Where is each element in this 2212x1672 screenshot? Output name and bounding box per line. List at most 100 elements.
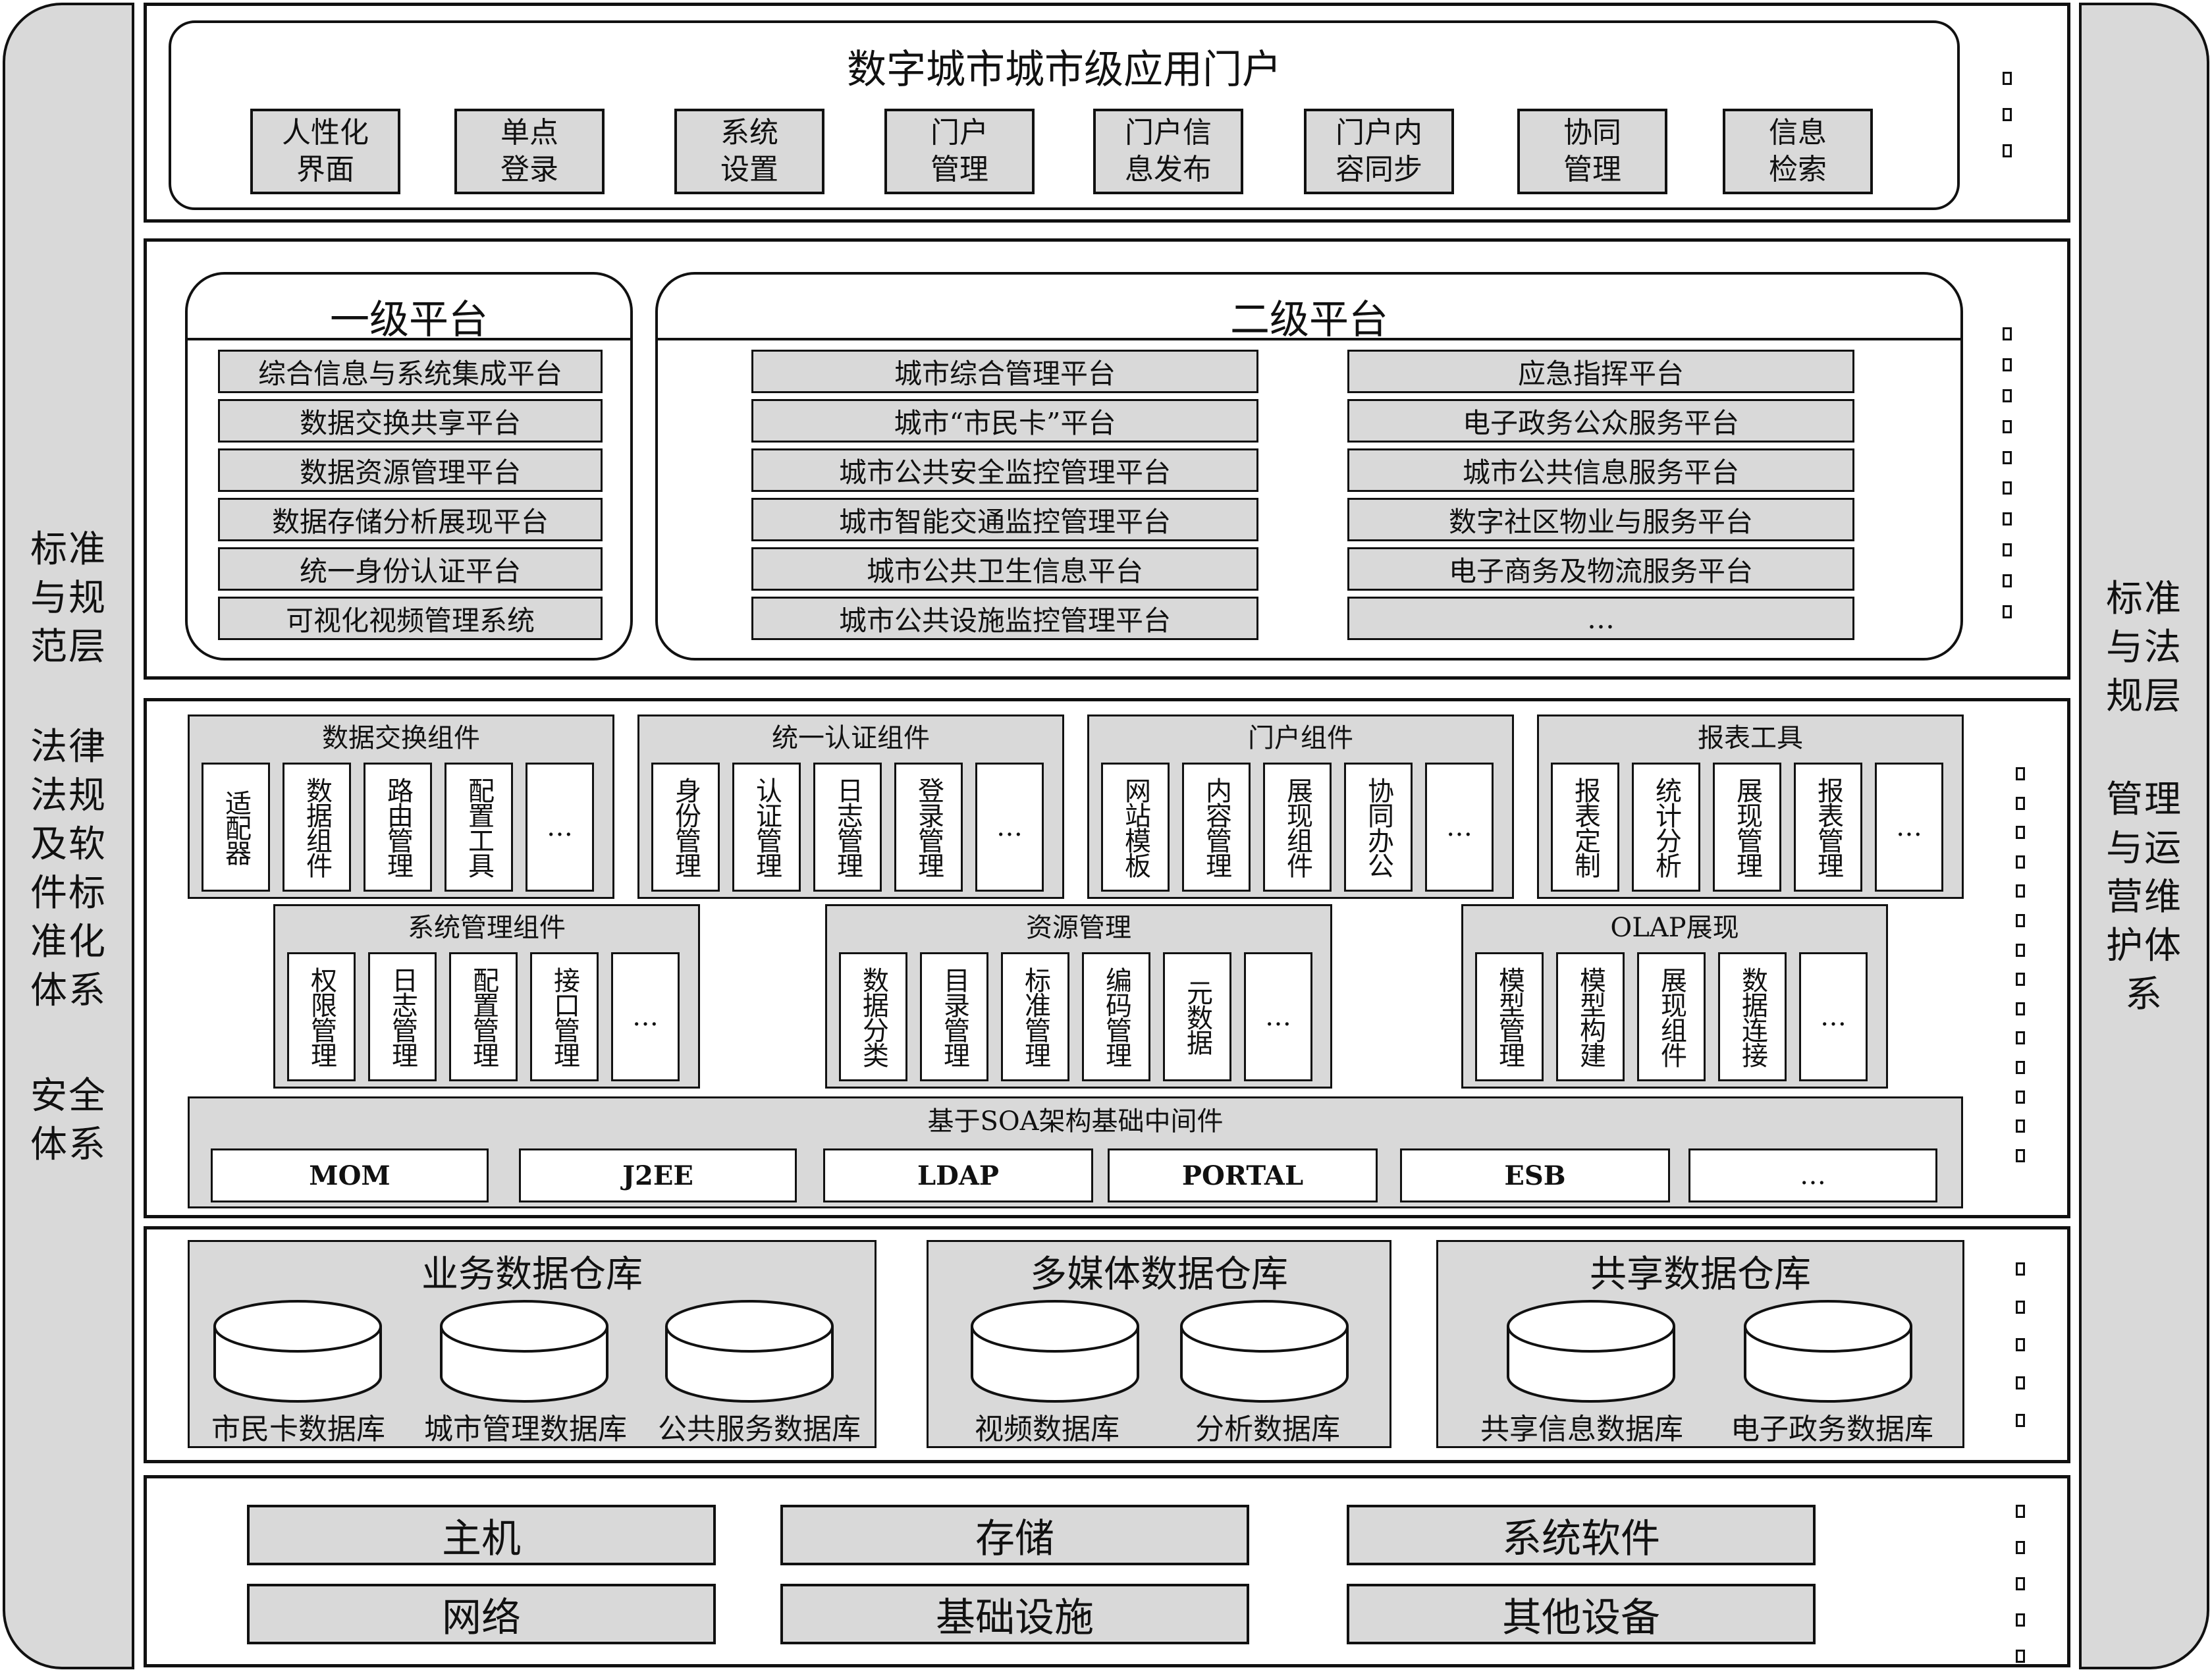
components-ellipsis	[2016, 767, 2025, 1162]
component-item: 协同办公	[1344, 763, 1413, 892]
level1-item: 可视化视频管理系统	[218, 597, 603, 640]
level2-left-item: 城市公共设施监控管理平台	[751, 597, 1258, 640]
component-group-title: 系统管理组件	[408, 913, 566, 943]
component-item: 认证管理	[732, 763, 801, 892]
portal-item-ui: 人性化 界面	[250, 109, 400, 194]
database-label: 城市管理数据库	[424, 1413, 627, 1446]
infra-item: 其他设备	[1347, 1584, 1816, 1644]
component-group: 门户组件 网站模板 内容管理 展现组件 协同办公 …	[1087, 715, 1514, 899]
soa-item: LDAP	[823, 1148, 1093, 1202]
left-bar-law-text: 法律 法规 及软 件标 准化 体系	[30, 726, 107, 1012]
warehouse-panel: 业务数据仓库 市民卡数据库 城市管理数据库 公共服务数据库	[188, 1240, 877, 1448]
database-label: 电子政务数据库	[1731, 1413, 1933, 1446]
left-bar-block-standards: 标准 与规 范层	[5, 526, 132, 672]
left-bar-standards-text: 标准 与规 范层	[30, 528, 107, 668]
level2-platform-title: 二级平台	[658, 288, 1960, 343]
component-item: 编码管理	[1082, 952, 1150, 1081]
component-group: 系统管理组件 权限管理 日志管理 配置管理 接口管理 …	[273, 904, 700, 1089]
portal-item-search: 信息 检索	[1723, 109, 1873, 194]
component-item: 登录管理	[894, 763, 963, 892]
portal-item-sync: 门户内 容同步	[1304, 109, 1454, 194]
database-label: 共享信息数据库	[1480, 1413, 1683, 1446]
component-item-more: …	[1425, 763, 1494, 892]
component-group: 数据交换组件 适配器 数据组件 路由管理 配置工具 …	[188, 715, 614, 899]
soa-item: MOM	[211, 1148, 489, 1202]
database-icon	[1507, 1300, 1675, 1403]
level1-platform-title: 一级平台	[188, 288, 630, 343]
component-group: 报表工具 报表定制 统计分析 展现管理 报表管理 …	[1537, 715, 1964, 899]
right-bar-management-text: 管理 与运 营维 护体 系	[2106, 778, 2182, 1016]
database-label: 市民卡数据库	[211, 1413, 385, 1446]
portal-item-management: 门户 管理	[884, 109, 1035, 194]
component-item: 报表定制	[1551, 763, 1619, 892]
level2-right-item: 数字社区物业与服务平台	[1347, 498, 1854, 541]
component-item: 适配器	[202, 763, 270, 892]
soa-item: ESB	[1400, 1148, 1670, 1202]
components-layer: 数据交换组件 适配器 数据组件 路由管理 配置工具 … 统一认证组件 身份管理 …	[144, 698, 2070, 1218]
component-item: 日志管理	[368, 952, 437, 1081]
portal-item-sso-label: 单点 登录	[500, 116, 558, 186]
component-item: 日志管理	[813, 763, 882, 892]
component-item: 展现组件	[1263, 763, 1332, 892]
component-group-title: 资源管理	[1026, 913, 1131, 943]
component-item-more: …	[1799, 952, 1868, 1081]
level1-item: 综合信息与系统集成平台	[218, 350, 603, 393]
component-item-more: …	[526, 763, 594, 892]
portal-item-management-label: 门户 管理	[931, 116, 988, 186]
level2-left-item: 城市综合管理平台	[751, 350, 1258, 393]
infrastructure-ellipsis	[2016, 1505, 2025, 1663]
level2-left-item: 城市公共安全监控管理平台	[751, 448, 1258, 492]
right-bar-block-standards: 标准 与法 规层	[2082, 575, 2207, 721]
infrastructure-layer: 主机 存储 系统软件 网络 基础设施 其他设备	[144, 1475, 2070, 1667]
level2-left-item: 城市“市民卡”平台	[751, 399, 1258, 443]
database-icon	[665, 1300, 834, 1403]
portal-layer: 数字城市城市级应用门户 人性化 界面 单点 登录 系统 设置 门户 管理 门户信…	[144, 3, 2070, 223]
component-item: 目录管理	[920, 952, 988, 1081]
left-bar-block-security: 安全 体系	[5, 1072, 132, 1170]
level1-item: 统一身份认证平台	[218, 547, 603, 591]
component-item: 标准管理	[1001, 952, 1069, 1081]
portal-ellipsis	[2003, 72, 2012, 157]
component-item: 路由管理	[364, 763, 432, 892]
soa-item: J2EE	[519, 1148, 797, 1202]
component-item: 模型管理	[1475, 952, 1544, 1081]
component-item: 数据连接	[1718, 952, 1787, 1081]
component-item: 身份管理	[651, 763, 720, 892]
component-group-title: OLAP展现	[1610, 913, 1739, 943]
infra-item: 主机	[247, 1505, 716, 1565]
level2-right-item: …	[1347, 597, 1854, 640]
database-icon	[440, 1300, 608, 1403]
soa-middleware-title: 基于SOA架构基础中间件	[927, 1106, 1224, 1137]
portal-item-collab: 协同 管理	[1517, 109, 1667, 194]
portal-item-sso: 单点 登录	[454, 109, 605, 194]
infra-item: 基础设施	[780, 1584, 1249, 1644]
portal-title: 数字城市城市级应用门户	[847, 47, 1281, 93]
portal-item-ui-label: 人性化 界面	[282, 116, 369, 186]
database-label: 视频数据库	[975, 1413, 1119, 1446]
component-item-more: …	[1244, 952, 1312, 1081]
component-item: 数据分类	[839, 952, 907, 1081]
component-item-more: …	[611, 952, 680, 1081]
component-item: 数据组件	[283, 763, 351, 892]
component-item: 配置管理	[449, 952, 518, 1081]
database-icon	[971, 1300, 1139, 1403]
component-item: 内容管理	[1182, 763, 1251, 892]
portal-item-publish: 门户信 息发布	[1093, 109, 1243, 194]
warehouse-ellipsis	[2016, 1262, 2025, 1427]
component-item: 元数据	[1163, 952, 1231, 1081]
portal-panel: 数字城市城市级应用门户 人性化 界面 单点 登录 系统 设置 门户 管理 门户信…	[169, 20, 1960, 210]
database-label: 分析数据库	[1195, 1413, 1340, 1446]
portal-item-settings-label: 系统 设置	[720, 116, 778, 186]
component-group-title: 统一认证组件	[772, 723, 930, 753]
level2-left-item: 城市公共卫生信息平台	[751, 547, 1258, 591]
component-item-more: …	[975, 763, 1044, 892]
soa-item-more: …	[1688, 1148, 1937, 1202]
right-bar-block-management: 管理 与运 营维 护体 系	[2082, 776, 2207, 1019]
warehouse-title: 多媒体数据仓库	[1030, 1253, 1288, 1296]
component-group: OLAP展现 模型管理 模型构建 展现组件 数据连接 …	[1461, 904, 1888, 1089]
warehouse-layer: 业务数据仓库 市民卡数据库 城市管理数据库 公共服务数据库 多媒体数据仓库 视频…	[144, 1226, 2070, 1463]
level2-platform-panel: 二级平台 城市综合管理平台 城市“市民卡”平台 城市公共安全监控管理平台 城市智…	[655, 272, 1963, 661]
component-item: 统计分析	[1632, 763, 1700, 892]
component-group: 统一认证组件 身份管理 认证管理 日志管理 登录管理 …	[637, 715, 1064, 899]
platform-ellipsis	[2003, 327, 2012, 618]
